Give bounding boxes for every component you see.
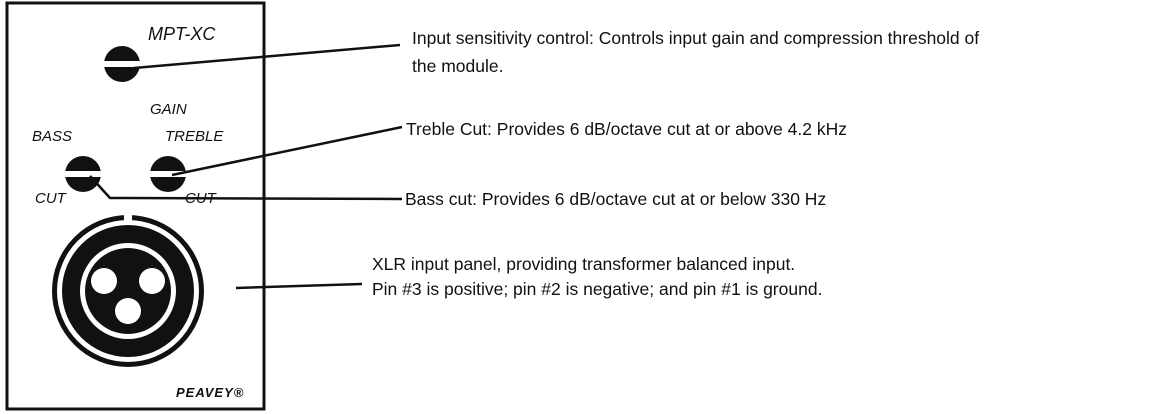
gain-leader-line (133, 43, 401, 70)
gain-annotation-line2: the module. (412, 56, 504, 76)
xlr-pin-1 (91, 268, 117, 294)
treble-annotation-line1: Treble Cut: Provides 6 dB/octave cut at … (406, 119, 847, 139)
treble-annotation: Treble Cut: Provides 6 dB/octave cut at … (406, 115, 847, 143)
bass-knob[interactable] (65, 156, 101, 192)
treble-label: TREBLE (165, 128, 224, 145)
bass-annotation: Bass cut: Provides 6 dB/octave cut at or… (405, 185, 826, 213)
gain-annotation: Input sensitivity control: Controls inpu… (412, 24, 979, 80)
peavey-logo: PEAVEY® (176, 385, 244, 400)
treble-leader-line (171, 125, 403, 177)
gain-annotation-line1: Input sensitivity control: Controls inpu… (412, 28, 980, 48)
xlr-annotation-line1: XLR input panel, providing transformer b… (372, 254, 796, 274)
model-label: MPT-XC (148, 24, 216, 44)
xlr-pin-2 (139, 268, 165, 294)
gain-knob[interactable] (104, 46, 140, 82)
xlr-annotation-line2: Pin #3 is positive; pin #2 is negative; … (372, 279, 823, 299)
xlr-leader-line (235, 282, 363, 290)
panel-outline (5, 1, 266, 411)
bass-label: BASS (32, 128, 72, 145)
gain-label: GAIN (150, 101, 187, 118)
xlr-connector[interactable] (52, 214, 204, 367)
bass-cut-label: CUT (35, 190, 68, 207)
bass-annotation-line1: Bass cut: Provides 6 dB/octave cut at or… (405, 189, 827, 209)
treble-knob[interactable] (150, 156, 186, 192)
bass-leader-line (89, 175, 403, 201)
xlr-pin-3 (115, 298, 141, 324)
xlr-annotation: XLR input panel, providing transformer b… (372, 252, 822, 302)
